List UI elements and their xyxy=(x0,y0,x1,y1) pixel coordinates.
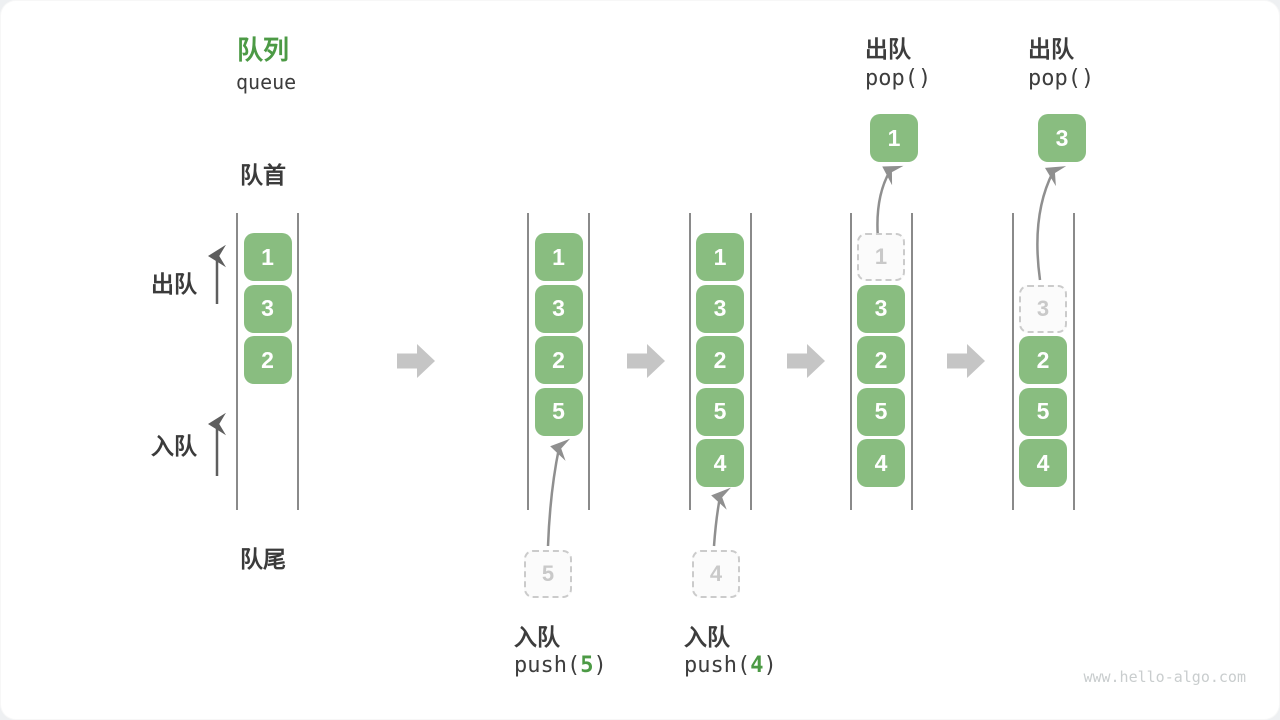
queue-item: 2 xyxy=(534,336,583,384)
queue-item: 1 xyxy=(696,233,744,281)
next-state-arrow-icon xyxy=(627,344,665,378)
label-queue-rear: 队尾 xyxy=(240,546,286,572)
queue-container-line xyxy=(1011,213,1014,510)
op-code-label: push(5) xyxy=(514,653,607,678)
queue-item: 4 xyxy=(696,439,744,487)
diagram-title-zh: 队列 xyxy=(237,35,290,65)
popped-item: 1 xyxy=(870,114,918,162)
transfer-arrow xyxy=(1036,166,1067,281)
queue-item: 3 xyxy=(534,284,583,333)
label-enqueue-left: 入队 xyxy=(151,433,197,459)
queue-item: 1 xyxy=(534,233,583,281)
label-dequeue-left: 出队 xyxy=(151,271,197,297)
queue-item: 5 xyxy=(1019,387,1067,436)
op-code-label: pop() xyxy=(1028,66,1094,91)
op-code-arg: 4 xyxy=(750,653,764,678)
next-state-arrow-icon xyxy=(397,344,435,378)
op-code-text: push( xyxy=(684,653,751,678)
queue-container-line xyxy=(910,213,913,510)
queue-item: 2 xyxy=(696,336,744,384)
label-queue-front: 队首 xyxy=(240,162,286,188)
queue-container-line xyxy=(236,213,238,510)
op-code-text: ) xyxy=(763,653,777,678)
queue-item: 5 xyxy=(534,387,583,436)
queue-item: 3 xyxy=(243,284,292,333)
op-code-arg: 5 xyxy=(580,653,594,678)
diagram-title-en: queue xyxy=(236,70,297,94)
op-action-label: 入队 xyxy=(684,624,730,650)
queue-item: 5 xyxy=(857,387,905,436)
op-action-label: 出队 xyxy=(865,36,911,62)
op-code-label: push(4) xyxy=(684,653,777,678)
op-code-text: pop() xyxy=(1028,66,1095,91)
pending-item: 5 xyxy=(524,550,572,598)
next-state-arrow-icon xyxy=(947,344,985,378)
op-action-label: 出队 xyxy=(1028,36,1074,62)
popped-item: 3 xyxy=(1038,114,1086,162)
queue-container-line xyxy=(1072,213,1075,510)
transfer-arrow xyxy=(711,487,731,547)
queue-container-line xyxy=(297,213,299,510)
queue-container-line xyxy=(849,213,852,510)
transfer-arrow xyxy=(546,438,571,547)
queue-container-line xyxy=(527,213,529,510)
queue-item: 5 xyxy=(696,387,744,436)
queue-item: 2 xyxy=(857,336,905,384)
op-code-text: ) xyxy=(593,653,607,678)
queue-item: 3 xyxy=(857,284,905,333)
op-code-label: pop() xyxy=(865,66,931,91)
queue-item: 4 xyxy=(857,439,905,487)
op-action-label: 入队 xyxy=(514,624,560,650)
queue-container-line xyxy=(588,213,590,510)
op-code-text: push( xyxy=(514,653,581,678)
watermark: www.hello-algo.com xyxy=(1083,668,1246,686)
queue-item: 1 xyxy=(243,233,292,281)
next-state-arrow-icon xyxy=(787,344,825,378)
queue-item: 3 xyxy=(696,284,744,333)
queue-container-line xyxy=(749,213,752,510)
queue-item: 4 xyxy=(1019,439,1067,487)
op-code-text: pop() xyxy=(865,66,932,91)
queue-container-line xyxy=(688,213,691,510)
queue-item-ghost: 3 xyxy=(1019,284,1067,333)
queue-item: 2 xyxy=(243,336,292,384)
queue-item: 2 xyxy=(1019,336,1067,384)
pending-item: 4 xyxy=(692,550,740,598)
queue-item-ghost: 1 xyxy=(857,233,905,281)
